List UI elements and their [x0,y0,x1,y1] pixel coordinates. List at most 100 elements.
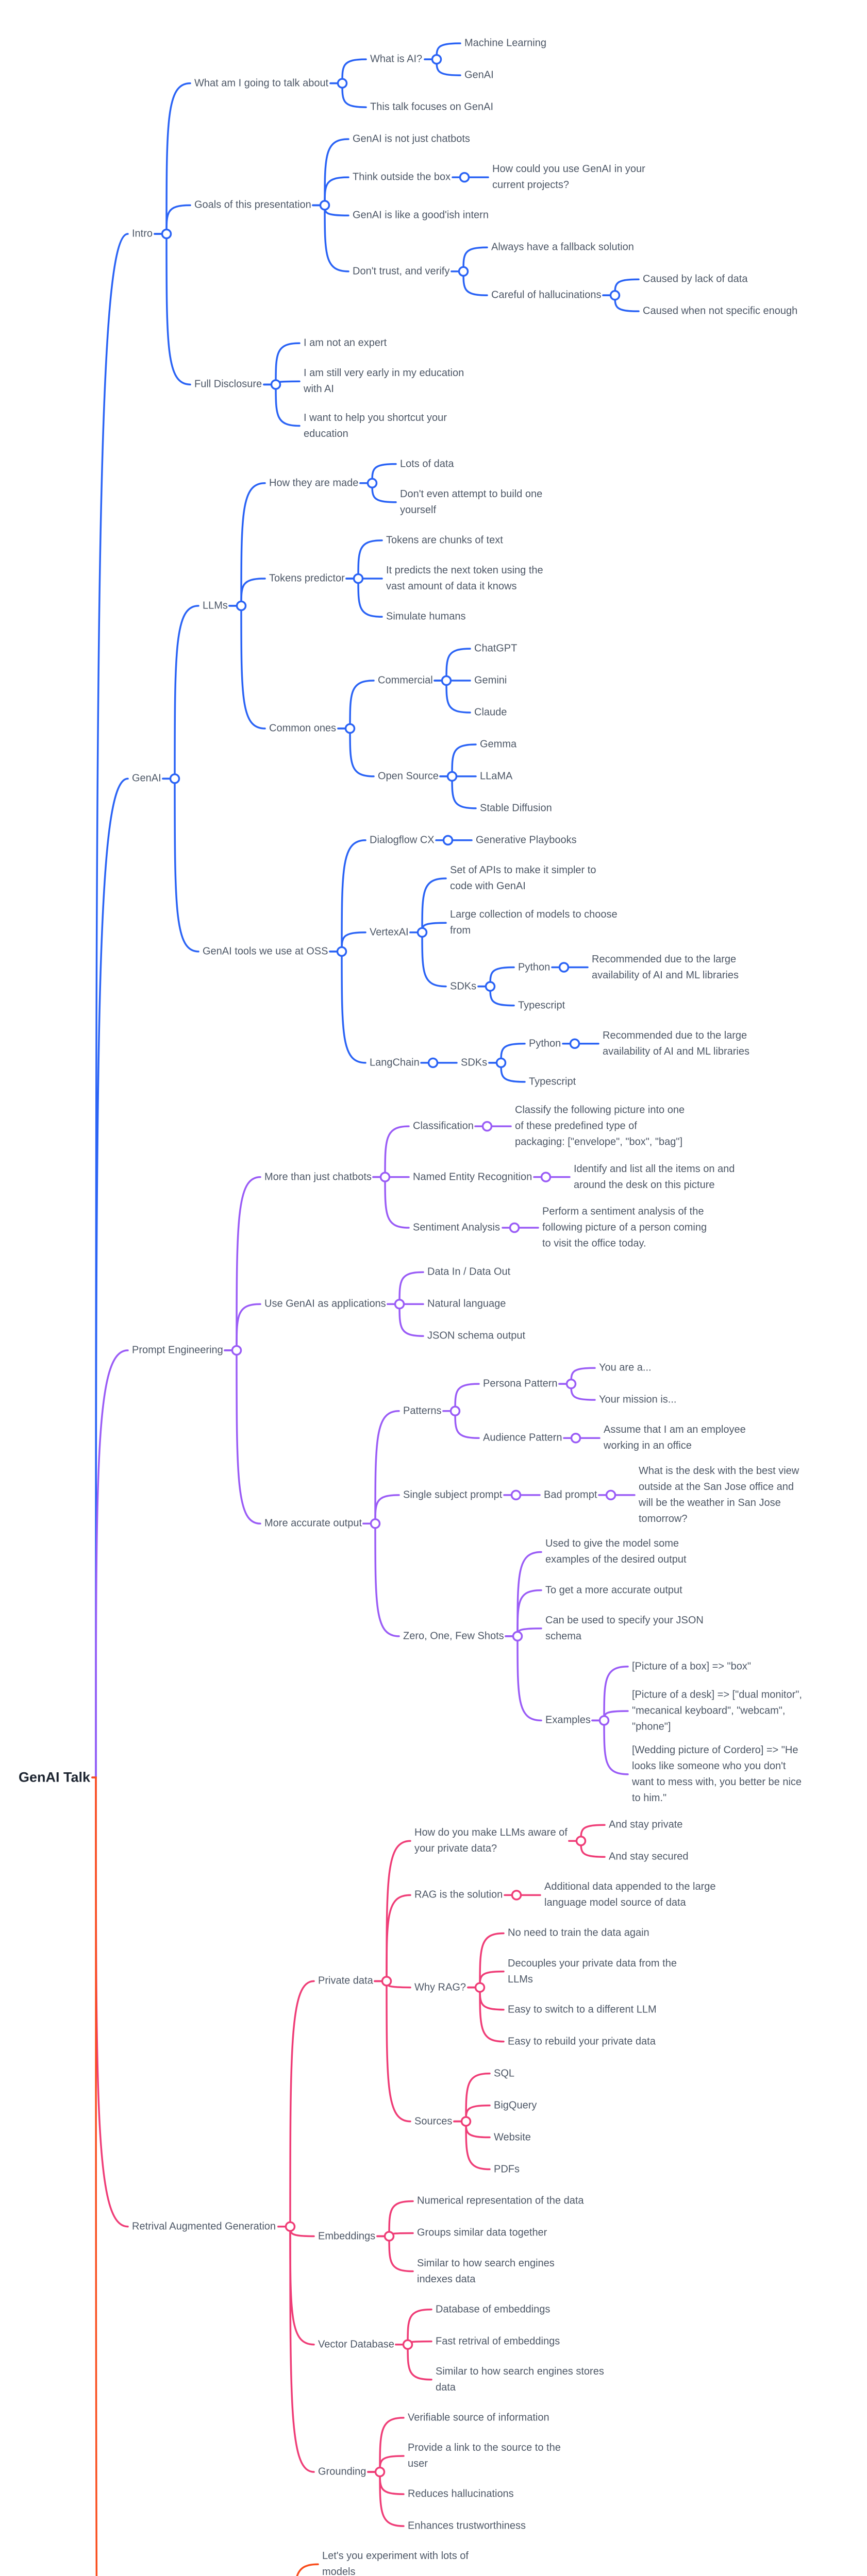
collapse-toggle[interactable] [609,290,621,301]
collapse-toggle[interactable] [570,1433,581,1444]
node-label[interactable]: Used to give the model some examples of … [545,1538,687,1566]
node-label[interactable]: BigQuery [494,2099,537,2111]
node-label[interactable]: Persona Pattern [483,1378,558,1389]
node-label[interactable]: Machine Learning [464,37,546,49]
node-label[interactable]: GenAI is like a good'ish intern [353,209,489,221]
node-label[interactable]: Large collection of models to choose fro… [450,909,618,937]
collapse-toggle[interactable] [381,1976,392,1987]
collapse-toggle[interactable] [169,773,180,784]
node-label[interactable]: Reduces hallucinations [408,2488,514,2500]
node-label[interactable]: I am not an expert [304,337,387,349]
node-label[interactable]: Gemini [474,674,507,686]
node-label[interactable]: PDFs [494,2163,520,2175]
node-label[interactable]: Vector Database [318,2338,394,2350]
node-label[interactable]: [Picture of a desk] => ["dual monitor", … [632,1689,802,1733]
node-label[interactable]: Single subject prompt [403,1489,503,1501]
collapse-toggle[interactable] [319,200,330,211]
node-label[interactable]: Recommended due to the large availabilit… [592,953,739,981]
collapse-toggle[interactable] [394,1299,405,1310]
node-label[interactable]: Easy to rebuild your private data [508,2036,656,2047]
node-label[interactable]: Let's you experiment with lots of models [322,2550,469,2576]
node-label[interactable]: Prompt Engineering [132,1344,223,1356]
collapse-toggle[interactable] [446,771,458,782]
node-label[interactable]: [Picture of a box] => "box" [632,1660,751,1672]
collapse-toggle[interactable] [598,1715,610,1726]
node-label[interactable]: Gemma [480,738,517,750]
node-label[interactable]: GenAI [132,772,161,784]
node-label[interactable]: Website [494,2131,531,2143]
node-label[interactable]: Additional data appended to the large la… [544,1881,716,1909]
node-label[interactable]: I am still very early in my education wi… [304,367,464,395]
node-label[interactable]: Numerical representation of the data [417,2195,584,2207]
node-label[interactable]: It predicts the next token using the vas… [386,565,543,592]
collapse-toggle[interactable] [459,172,470,183]
node-label[interactable]: SDKs [461,1057,488,1069]
node-label[interactable]: Examples [545,1714,591,1726]
collapse-toggle[interactable] [402,2339,413,2350]
node-label[interactable]: Typescript [518,999,565,1011]
node-label[interactable]: Goals of this presentation [194,199,311,211]
collapse-toggle[interactable] [379,1172,391,1182]
collapse-toggle[interactable] [236,600,247,612]
node-label[interactable]: SDKs [450,980,477,992]
collapse-toggle[interactable] [481,1121,493,1132]
collapse-toggle[interactable] [540,1172,552,1182]
node-label[interactable]: More accurate output [264,1517,362,1529]
node-label[interactable]: Lots of data [400,458,454,470]
node-label[interactable]: LLaMA [480,770,513,782]
node-label[interactable]: Common ones [269,722,337,734]
collapse-toggle[interactable] [366,478,378,488]
collapse-toggle[interactable] [336,946,347,957]
collapse-toggle[interactable] [569,1038,580,1049]
node-label[interactable]: To get a more accurate output [545,1584,682,1596]
node-label[interactable]: Enhances trustworthiness [408,2520,526,2532]
node-label[interactable]: Assume that I am an employee working in … [604,1424,746,1452]
collapse-toggle[interactable] [495,1057,507,1069]
node-label[interactable]: Your mission is... [599,1394,677,1405]
node-label[interactable]: Audience Pattern [483,1432,562,1444]
node-label[interactable]: SQL [494,2067,515,2079]
node-label[interactable]: Set of APIs to make it simpler to code w… [450,864,596,892]
node-label[interactable]: Always have a fallback solution [491,241,634,253]
node-label[interactable]: What is the desk with the best view outs… [639,1465,799,1524]
collapse-toggle[interactable] [605,1489,616,1501]
collapse-toggle[interactable] [416,927,428,938]
collapse-toggle[interactable] [344,723,356,734]
node-label[interactable]: Grounding [318,2466,366,2478]
node-label[interactable]: Groups similar data together [417,2227,547,2239]
node-label[interactable]: Provide a link to the source to the user [408,2442,561,2469]
node-label[interactable]: Stable Diffusion [480,802,552,814]
node-label[interactable]: Python [518,961,551,973]
collapse-toggle[interactable] [161,228,172,240]
node-label[interactable]: VertexAI [370,926,409,938]
collapse-toggle[interactable] [337,78,348,89]
node-label[interactable]: Bad prompt [544,1489,597,1501]
collapse-toggle[interactable] [510,1489,522,1501]
node-label[interactable]: LLMs [203,600,228,612]
node-label[interactable]: How they are made [269,477,359,489]
node-label[interactable]: What am I going to talk about [194,77,329,89]
node-label[interactable]: LangChain [370,1057,420,1069]
node-label[interactable]: No need to train the data again [508,1927,649,1939]
collapse-toggle[interactable] [460,2116,472,2127]
collapse-toggle[interactable] [270,379,281,390]
node-label[interactable]: Zero, One, Few Shots [403,1630,504,1642]
node-label[interactable]: GenAI [464,69,494,81]
node-label[interactable]: Don't trust, and verify [353,265,450,277]
collapse-toggle[interactable] [458,266,469,277]
node-label[interactable]: Tokens predictor [269,572,345,584]
node-label[interactable]: Recommended due to the large availabilit… [603,1029,749,1057]
node-label[interactable]: RAG is the solution [414,1889,503,1901]
collapse-toggle[interactable] [353,573,364,584]
node-label[interactable]: Classify the following picture into one … [515,1104,685,1148]
node-label[interactable]: Similar to how search engines stores dat… [436,2365,604,2393]
node-label[interactable]: Caused by lack of data [643,273,748,285]
node-label[interactable]: And stay secured [609,1851,689,1862]
collapse-toggle[interactable] [449,1405,461,1416]
node-label[interactable]: GenAI tools we use at OSS [203,945,328,957]
node-label[interactable]: Commercial [378,674,433,686]
node-label[interactable]: Full Disclosure [194,378,262,390]
node-label[interactable]: Decouples your private data from the LLM… [508,1957,677,1985]
node-label[interactable]: Identify and list all the items on and a… [574,1163,735,1191]
collapse-toggle[interactable] [511,1890,522,1901]
